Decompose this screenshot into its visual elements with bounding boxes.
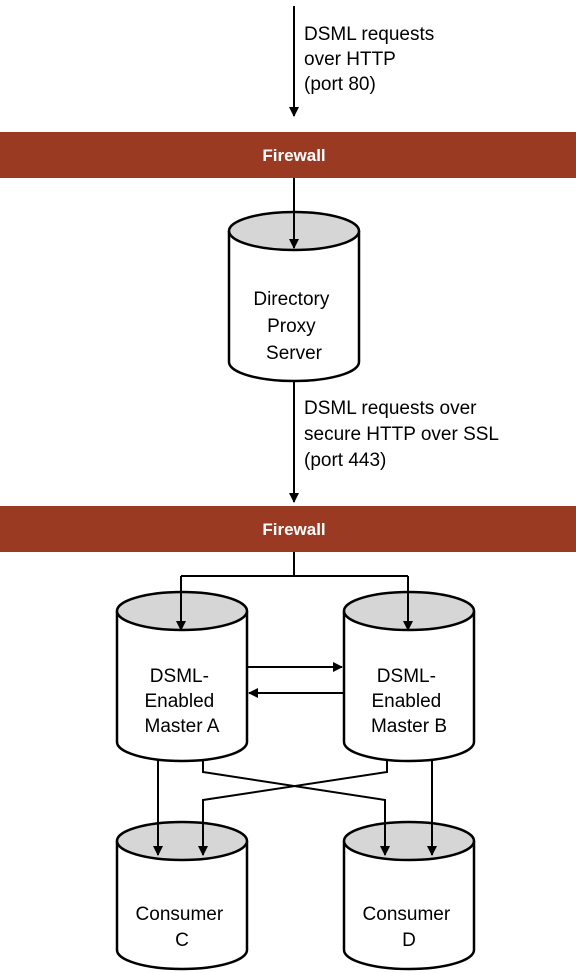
consumer-d: Consumer D <box>342 820 476 971</box>
master-a: DSML- Enabled Master A <box>115 590 249 763</box>
secure-request-label: DSML requests over secure HTTP over SSL … <box>304 398 504 471</box>
proxy-label-line-3: Server <box>266 343 323 364</box>
incoming-label-line-1: DSML requests <box>304 24 434 45</box>
firewall-bottom: Firewall <box>0 506 576 552</box>
proxy-label-line-1: Directory <box>253 289 330 310</box>
firewall-top-bar <box>0 132 576 178</box>
master-a-cylinder-body <box>115 611 249 763</box>
firewall-bottom-bar <box>0 506 576 552</box>
proxy-label-line-2: Proxy <box>267 316 316 337</box>
consumer-c: Consumer C <box>115 820 249 971</box>
master-a-label: DSML- Enabled Master A <box>144 666 219 737</box>
secure-label-line-3: (port 443) <box>304 450 386 471</box>
master-b: DSML- Enabled Master B <box>342 590 476 763</box>
master-a-label-line-1: DSML- <box>150 666 209 687</box>
master-b-label: DSML- Enabled Master B <box>371 666 447 737</box>
consumer-c-label-line-2: C <box>175 930 189 951</box>
consumer-c-cylinder-top <box>115 820 249 862</box>
master-b-label-line-3: Master B <box>371 716 447 737</box>
firewall-top: Firewall <box>0 132 576 178</box>
firewall-to-masters-connector <box>181 552 408 577</box>
master-b-label-line-1: DSML- <box>377 666 436 687</box>
master-b-cylinder-body <box>342 611 476 763</box>
consumer-d-label: Consumer D <box>363 904 456 951</box>
consumer-d-cylinder-body <box>342 841 476 971</box>
firewall-top-label: Firewall <box>262 146 325 165</box>
firewall-bottom-label: Firewall <box>262 520 325 539</box>
master-b-label-line-2: Enabled <box>371 691 441 712</box>
incoming-label-line-3: (port 80) <box>304 74 376 95</box>
consumer-c-label-line-1: Consumer <box>136 904 224 925</box>
secure-label-line-2: secure HTTP over SSL <box>304 424 498 445</box>
secure-label-line-1: DSML requests over <box>304 398 477 419</box>
consumer-d-label-line-2: D <box>402 930 416 951</box>
proxy-cylinder-body <box>227 231 361 383</box>
incoming-request-label: DSML requests over HTTP (port 80) <box>304 24 440 95</box>
consumer-c-cylinder-body <box>115 841 249 971</box>
proxy-label: Directory Proxy Server <box>253 289 334 364</box>
consumer-c-label: Consumer C <box>136 904 229 951</box>
directory-proxy-server: Directory Proxy Server <box>227 210 361 383</box>
incoming-label-line-2: over HTTP <box>304 49 396 70</box>
consumer-d-cylinder-top <box>342 820 476 862</box>
consumer-d-label-line-1: Consumer <box>363 904 451 925</box>
master-a-label-line-3: Master A <box>145 716 220 737</box>
master-a-label-line-2: Enabled <box>144 691 214 712</box>
